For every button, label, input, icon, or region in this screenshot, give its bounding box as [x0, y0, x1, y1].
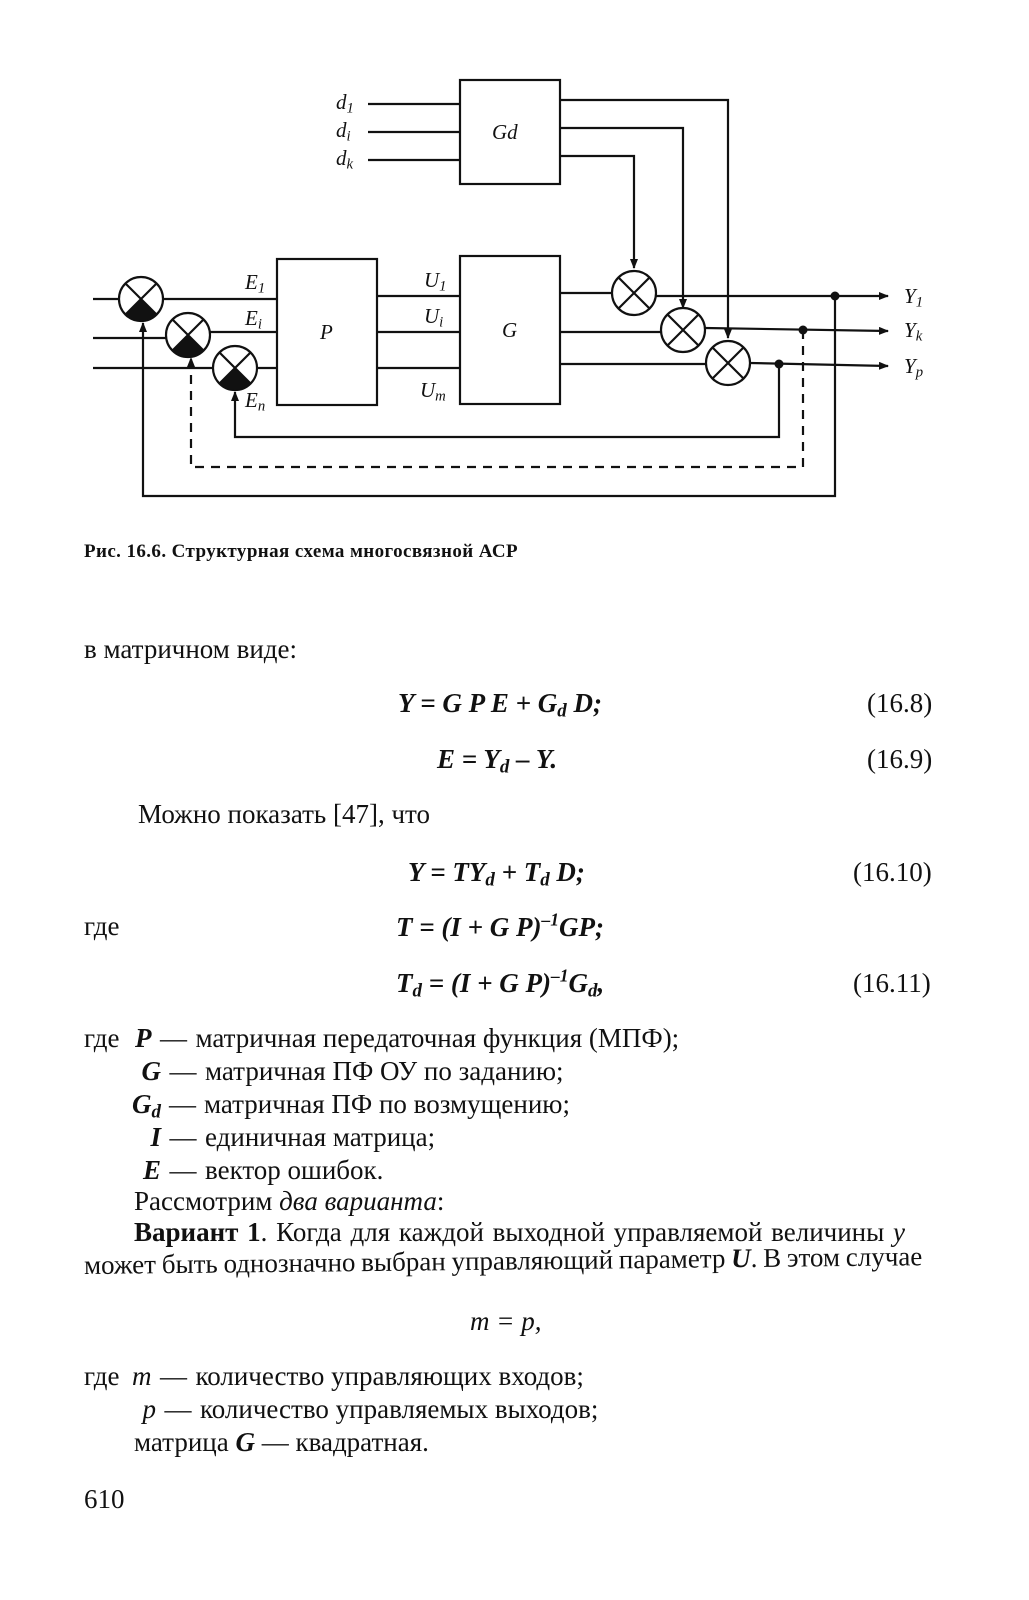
variant1-line2: может быть однозначно выбран управляющий…: [83, 1241, 923, 1280]
equation-number-16-9: (16.9): [867, 744, 933, 774]
block-g-label: G: [502, 318, 518, 342]
page-number: 610: [84, 1484, 125, 1514]
block-diagram-svg: [93, 78, 889, 498]
block-g: [458, 254, 562, 406]
matrix-line: матрица G — квадратная.: [134, 1427, 429, 1457]
equation-16-11: Td = (I + G P)–1Gd,: [396, 965, 605, 1002]
equation-16-8: Y = G P E + Gd D;: [398, 688, 602, 722]
definition-row: Gd—матричная ПФ по возмущению;: [132, 1089, 570, 1123]
intro-text: в матричном виде:: [84, 634, 298, 664]
e1-label: E1: [245, 270, 266, 297]
definition-row: G—матричная ПФ ОУ по заданию;: [141, 1056, 564, 1086]
block-diagram: d1 di dk Gd P G E1 Ei En U1 Ui Um Y1 Yk …: [0, 0, 1029, 520]
equation-16-10: Y = TYd + Td D;: [408, 857, 585, 891]
where-label: где: [84, 911, 120, 941]
definition-row: p—количество управляемых выходов;: [142, 1394, 599, 1424]
input-dk-label: dk: [336, 146, 354, 173]
ui-label: Ui: [424, 304, 444, 331]
yp-label: Yp: [904, 354, 924, 381]
y1-label: Y1: [904, 284, 924, 311]
block-p-label: P: [320, 320, 333, 344]
yk-label: Yk: [904, 318, 923, 345]
input-di-label: di: [336, 118, 351, 145]
equation-number-16-8: (16.8): [867, 688, 933, 718]
equation-m-p: m = p,: [470, 1306, 542, 1336]
figure-caption: Рис. 16.6. Структурная схема многосвязно…: [84, 541, 519, 562]
block-gd-label: Gd: [492, 120, 518, 144]
equation-number-16-11: (16.11): [853, 968, 931, 998]
en-label: En: [245, 388, 266, 415]
um-label: Um: [420, 378, 446, 405]
variant1-line1: Вариант 1. Когда для каждой выходной упр…: [134, 1217, 905, 1247]
ei-label: Ei: [245, 306, 262, 333]
consider-text: Рассмотрим два варианта:: [134, 1186, 445, 1216]
u1-label: U1: [424, 268, 447, 295]
definition-row: E—вектор ошибок.: [142, 1155, 384, 1185]
equation-T: T = (I + G P)–1GP;: [396, 909, 605, 942]
show-text: Можно показать [47], что: [138, 799, 430, 829]
equation-number-16-10: (16.10): [853, 857, 932, 887]
input-d1-label: d1: [336, 90, 354, 117]
definition-row: I—единичная матрица;: [150, 1122, 436, 1152]
equation-16-9: E = Yd – Y.: [437, 744, 558, 778]
